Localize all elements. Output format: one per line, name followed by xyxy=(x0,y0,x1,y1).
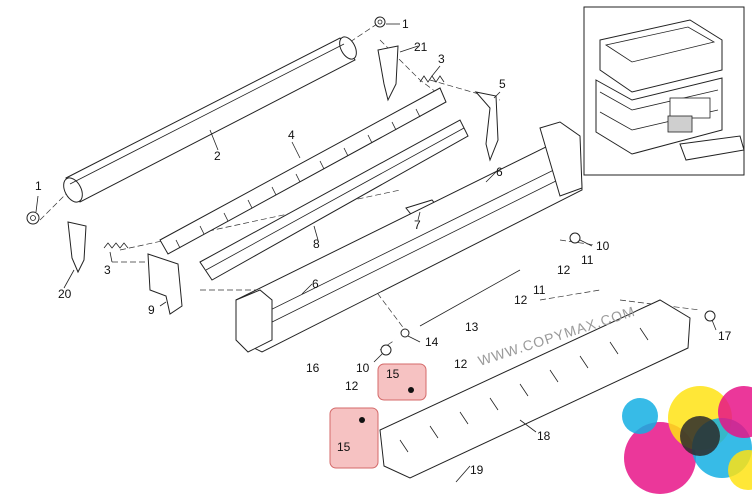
paper-guide xyxy=(379,299,691,479)
callout-9: 9 xyxy=(148,303,155,317)
callout-4: 4 xyxy=(288,128,295,142)
screw-14 xyxy=(400,328,410,338)
callout-3-top: 3 xyxy=(438,52,445,66)
callout-16: 16 xyxy=(306,361,320,375)
holder-left xyxy=(147,253,183,315)
callout-6-center: 6 xyxy=(312,277,319,291)
callout-7: 7 xyxy=(414,218,421,232)
callout-12-d: 12 xyxy=(345,379,359,393)
callout-10-center: 10 xyxy=(356,361,370,375)
screw-right xyxy=(569,232,581,244)
callout-11-right: 11 xyxy=(581,253,594,267)
callout-11-center: 11 xyxy=(533,283,546,297)
callout-15-lower: 15 xyxy=(337,440,351,454)
highlight-box-upper xyxy=(377,363,427,401)
callout-15-upper: 15 xyxy=(386,367,400,381)
cmyk-logo xyxy=(622,386,752,494)
screw-17 xyxy=(704,310,716,322)
guide-bracket xyxy=(199,119,469,281)
callout-10-right: 10 xyxy=(596,239,610,253)
fuser-roller xyxy=(63,36,357,203)
bearing-top xyxy=(374,16,386,28)
callout-18: 18 xyxy=(537,429,551,443)
spring-top xyxy=(419,75,445,83)
callout-19: 19 xyxy=(470,463,484,477)
pawl-15-upper xyxy=(408,387,414,393)
callout-3-left: 3 xyxy=(104,263,111,277)
callout-8: 8 xyxy=(313,237,320,251)
copier-inset xyxy=(583,6,745,176)
arm-top xyxy=(377,45,399,102)
pawl-15-lower xyxy=(359,417,365,423)
callout-labels: 1 1 2 3 3 4 5 6 6 7 8 9 10 10 11 11 12 1… xyxy=(35,17,732,477)
callout-2: 2 xyxy=(214,149,221,163)
callout-14: 14 xyxy=(425,335,439,349)
callout-1-top: 1 xyxy=(402,17,409,31)
bearing-left xyxy=(26,211,40,225)
callout-5: 5 xyxy=(499,77,506,91)
rod-13 xyxy=(419,269,521,327)
callout-20: 20 xyxy=(58,287,72,301)
spring-left xyxy=(103,242,129,249)
separator-plate xyxy=(159,87,447,255)
callout-21: 21 xyxy=(414,40,428,54)
callout-13: 13 xyxy=(465,320,479,334)
callout-12-a: 12 xyxy=(557,263,571,277)
highlight-box-lower xyxy=(329,407,379,469)
callout-6-right: 6 xyxy=(496,165,503,179)
callout-12-c: 12 xyxy=(454,357,468,371)
fuser-frame xyxy=(235,121,583,353)
holder-right xyxy=(474,91,499,162)
screw-center xyxy=(380,344,392,356)
callout-12-b: 12 xyxy=(514,293,528,307)
arm-left xyxy=(67,221,87,274)
leader-lines xyxy=(35,23,717,483)
callout-17: 17 xyxy=(718,329,732,343)
callout-1-left: 1 xyxy=(35,179,42,193)
